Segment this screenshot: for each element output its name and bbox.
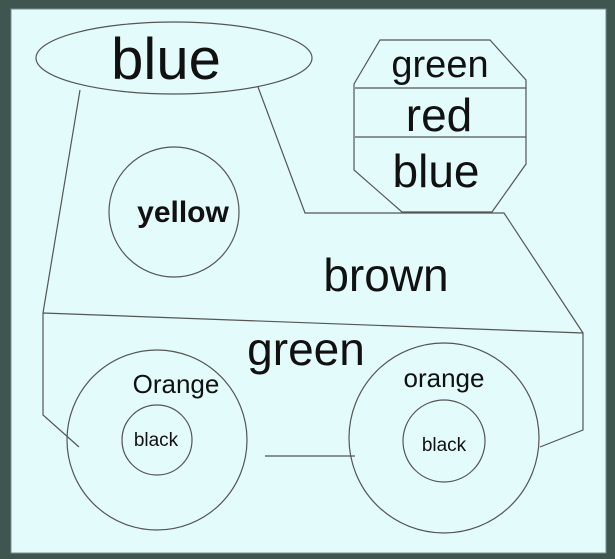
- cab-body-label: brown: [323, 249, 448, 301]
- right-wheel-outer-label: orange: [404, 363, 485, 393]
- stop-sign-top-label: green: [391, 44, 488, 86]
- stop-sign-middle-label: red: [406, 89, 472, 141]
- right-wheel-hub-label: black: [422, 435, 467, 456]
- paper-background: [11, 9, 606, 553]
- left-wheel-outer-label: Orange: [133, 369, 220, 399]
- stop-sign-bottom-label: blue: [393, 145, 480, 197]
- lower-body-label: green: [247, 323, 365, 375]
- left-wheel-hub-label: black: [134, 430, 179, 451]
- top-oval-label: blue: [111, 27, 221, 92]
- window-circle-label: yellow: [137, 196, 229, 229]
